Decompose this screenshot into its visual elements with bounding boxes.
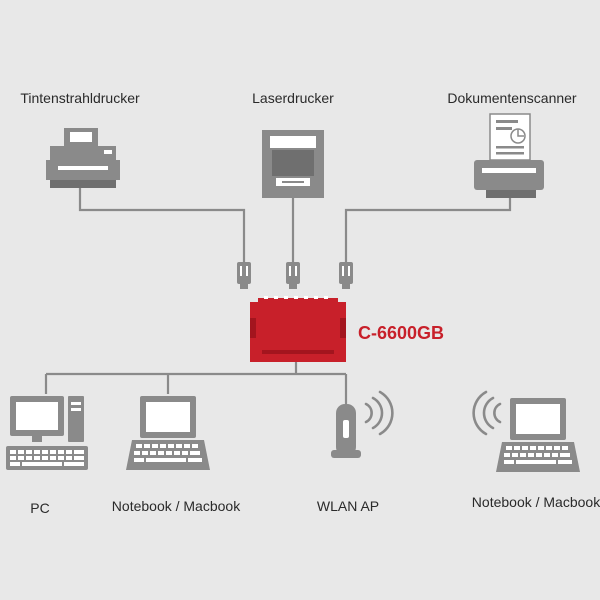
plug-icon — [286, 262, 300, 289]
device-server-icon — [250, 296, 346, 362]
device-label-inkjet: Tintenstrahldrucker — [20, 90, 140, 106]
device-label-pc: PC — [30, 500, 49, 516]
device-label-notebook-wireless: Notebook / Macbook — [472, 494, 600, 510]
device-label-wlan-ap: WLAN AP — [317, 498, 379, 514]
cable-connectors — [237, 262, 353, 289]
inkjet-printer-icon — [46, 128, 120, 188]
plug-icon — [339, 262, 353, 289]
device-label-notebook-wired: Notebook / Macbook — [112, 498, 241, 514]
device-label-laser: Laserdrucker — [252, 90, 334, 106]
device-label-scanner: Dokumentenscanner — [447, 90, 577, 106]
desktop-pc-icon — [6, 396, 88, 470]
laptop-icon — [126, 396, 210, 470]
hub-device-label: C-6600GB — [358, 323, 444, 343]
connection-lines — [44, 188, 512, 404]
document-scanner-icon — [474, 113, 544, 198]
wireless-laptop-icon — [472, 390, 580, 472]
wlan-access-point-icon — [331, 390, 394, 458]
plug-icon — [237, 262, 251, 289]
laser-printer-icon — [262, 130, 324, 198]
